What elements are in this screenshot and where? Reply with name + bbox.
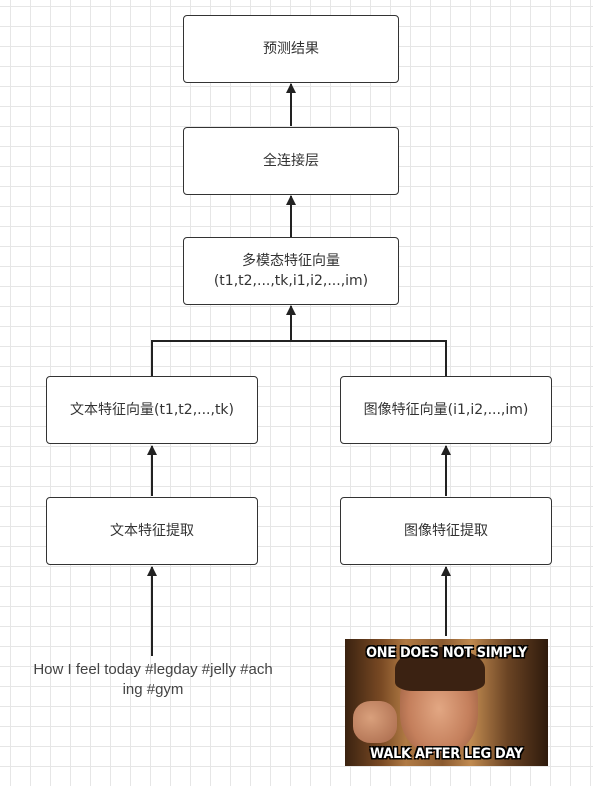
node-multimodal-label-line2: (t1,t2,...,tk,i1,i2,...,im) bbox=[213, 273, 369, 289]
node-image-feature-extraction[interactable]: 图像特征提取 bbox=[340, 497, 552, 565]
connector-image-vector-to-merge bbox=[291, 340, 447, 376]
input-text-caption: How I feel today #legday #jelly #ach ing… bbox=[8, 660, 298, 700]
node-image-feature-extraction-label: 图像特征提取 bbox=[404, 523, 488, 539]
input-text-line1: How I feel today #legday #jelly #ach bbox=[33, 661, 273, 678]
node-text-feature-extraction-label: 文本特征提取 bbox=[110, 523, 194, 539]
node-image-feature-vector[interactable]: 图像特征向量(i1,i2,...,im) bbox=[340, 376, 552, 444]
node-text-feature-extraction[interactable]: 文本特征提取 bbox=[46, 497, 258, 565]
node-fully-connected[interactable]: 全连接层 bbox=[183, 127, 399, 195]
meme-bottom-text: WALK AFTER LEG DAY bbox=[370, 746, 523, 762]
meme-hand-shape bbox=[353, 701, 397, 743]
node-prediction-label: 预测结果 bbox=[263, 41, 319, 57]
input-text-line2: ing #gym bbox=[122, 681, 184, 698]
meme-hair-shape bbox=[395, 647, 485, 691]
node-multimodal-vector[interactable]: 多模态特征向量 (t1,t2,...,tk,i1,i2,...,im) bbox=[183, 237, 399, 305]
node-prediction[interactable]: 预测结果 bbox=[183, 15, 399, 83]
node-fully-connected-label: 全连接层 bbox=[263, 153, 319, 169]
connector-text-vector-to-merge bbox=[151, 340, 291, 376]
node-multimodal-label-line1: 多模态特征向量 bbox=[242, 253, 340, 269]
node-image-feature-vector-label: 图像特征向量(i1,i2,...,im) bbox=[363, 402, 529, 418]
node-text-feature-vector-label: 文本特征向量(t1,t2,...,tk) bbox=[69, 402, 234, 418]
node-text-feature-vector[interactable]: 文本特征向量(t1,t2,...,tk) bbox=[46, 376, 258, 444]
meme-top-text: ONE DOES NOT SIMPLY bbox=[366, 645, 527, 661]
input-meme-image: ONE DOES NOT SIMPLY WALK AFTER LEG DAY bbox=[345, 639, 548, 766]
